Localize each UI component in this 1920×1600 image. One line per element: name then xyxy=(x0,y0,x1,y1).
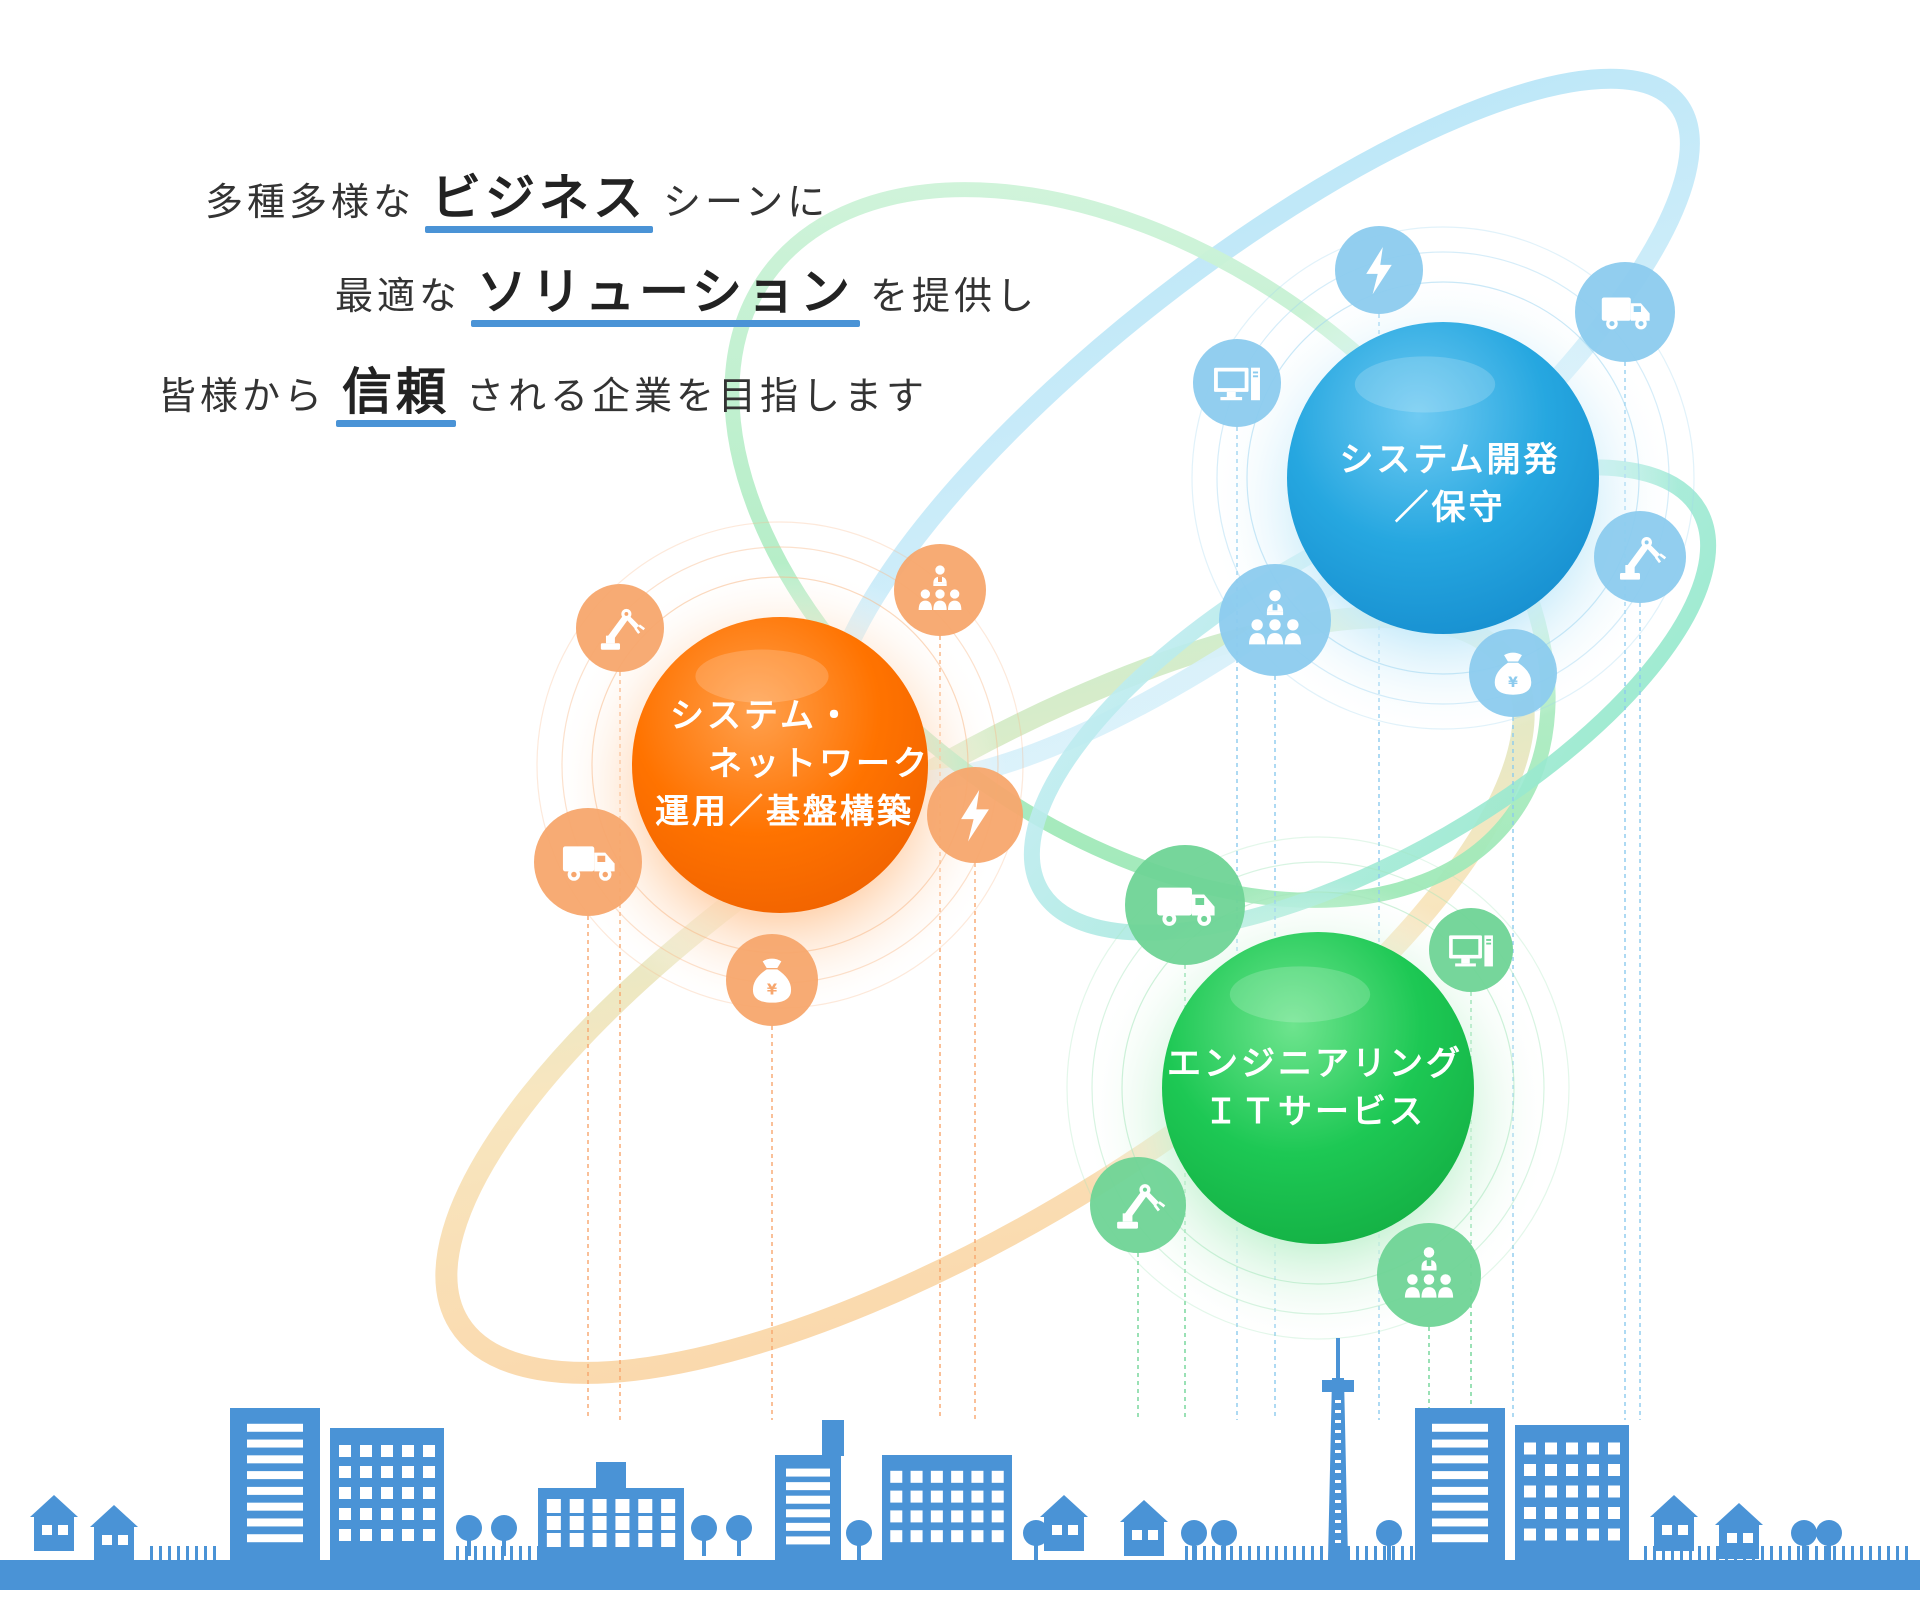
tree xyxy=(1023,1520,1049,1561)
robot-arm-icon xyxy=(1090,1157,1186,1253)
hub-engineering-line-1: エンジニアリング xyxy=(1167,1044,1463,1084)
hub-ring-development xyxy=(1246,281,1640,675)
hub-ring-engineering xyxy=(1091,861,1545,1315)
hub-highlight-network xyxy=(695,649,829,703)
tagline-2-pre: 最適な xyxy=(335,274,462,318)
hub-network-line-1: システム・ xyxy=(670,696,854,736)
hub-engineering-line-2: ＩＴサービス xyxy=(1204,1092,1426,1132)
office-tower-mid xyxy=(775,1455,841,1562)
office-block-mid xyxy=(882,1455,1012,1562)
hub-label-engineering: エンジニアリング ＩＴサービス xyxy=(1150,1040,1480,1136)
hub-ring-engineering xyxy=(1066,836,1570,1340)
money-bag-icon xyxy=(726,934,818,1026)
hub-ring-engineering xyxy=(1121,891,1515,1285)
tree xyxy=(456,1515,482,1556)
hub-circle-network xyxy=(632,617,928,913)
hub-development-line-1: システム開発 xyxy=(1339,440,1561,480)
hub-ring-development xyxy=(1216,251,1670,705)
computer-icon xyxy=(1429,908,1513,992)
tree xyxy=(726,1515,752,1556)
hub-network-line-3: 運用／基盤構築 xyxy=(655,792,914,832)
hub-label-network: システム・ ネットワーク 運用／基盤構築 xyxy=(585,692,995,836)
tagline-3-pre: 皆様から xyxy=(158,374,327,418)
tagline-1-pre: 多種多様な xyxy=(205,180,416,224)
team-icon xyxy=(894,544,986,636)
hub-circle-development xyxy=(1287,322,1599,634)
tree xyxy=(691,1515,717,1556)
tagline-line-2: 最適なソリューションを提供し xyxy=(335,252,1038,324)
team-icon xyxy=(1377,1223,1481,1327)
hub-development-line-2: ／保守 xyxy=(1394,488,1506,528)
city-skyline xyxy=(0,1338,1920,1590)
lightning-icon xyxy=(927,767,1023,863)
hub-label-development: システム開発 ／保守 xyxy=(1290,436,1610,532)
house xyxy=(1040,1495,1088,1551)
robot-arm-icon xyxy=(1594,511,1686,603)
hub-circle-engineering xyxy=(1162,932,1474,1244)
tagline-3-keyword: 信頼 xyxy=(336,363,456,421)
computer-icon xyxy=(1193,339,1281,427)
tagline-1-post: シーンに xyxy=(663,180,830,224)
office-tower-left xyxy=(230,1408,320,1562)
tagline-1-keyword: ビジネス xyxy=(425,169,653,227)
tagline-2-keyword: ソリューション xyxy=(471,263,860,321)
office-tower-right xyxy=(1415,1408,1505,1562)
ground xyxy=(0,1560,1920,1590)
house xyxy=(1650,1495,1698,1551)
money-bag-icon xyxy=(1469,629,1557,717)
robot-arm-icon xyxy=(576,584,664,672)
truck-icon xyxy=(1575,262,1675,362)
office-block-left xyxy=(330,1428,444,1562)
tree xyxy=(1376,1520,1402,1561)
tree xyxy=(1791,1520,1817,1561)
school-building xyxy=(538,1488,684,1562)
tagline-line-1: 多種多様なビジネスシーンに xyxy=(205,158,829,230)
hub-highlight-engineering xyxy=(1229,966,1371,1023)
house xyxy=(90,1505,138,1561)
team-icon xyxy=(1219,564,1331,676)
hub-highlight-development xyxy=(1354,356,1496,413)
truck-icon xyxy=(1125,845,1245,965)
lightning-icon xyxy=(1335,226,1423,314)
tv-tower xyxy=(1322,1338,1354,1560)
office-block-right xyxy=(1515,1425,1629,1562)
tagline-2-post: を提供し xyxy=(870,274,1039,318)
tree xyxy=(846,1520,872,1561)
hub-network-line-2: ネットワーク xyxy=(708,744,930,784)
tagline-line-3: 皆様から信頼される企業を目指します xyxy=(158,352,928,424)
house xyxy=(1120,1500,1168,1556)
house xyxy=(1715,1503,1763,1559)
truck-icon xyxy=(534,808,642,916)
house xyxy=(30,1495,78,1551)
hub-ring-development xyxy=(1191,226,1695,730)
tree xyxy=(1816,1520,1842,1561)
tagline-3-post: される企業を目指します xyxy=(466,374,929,418)
